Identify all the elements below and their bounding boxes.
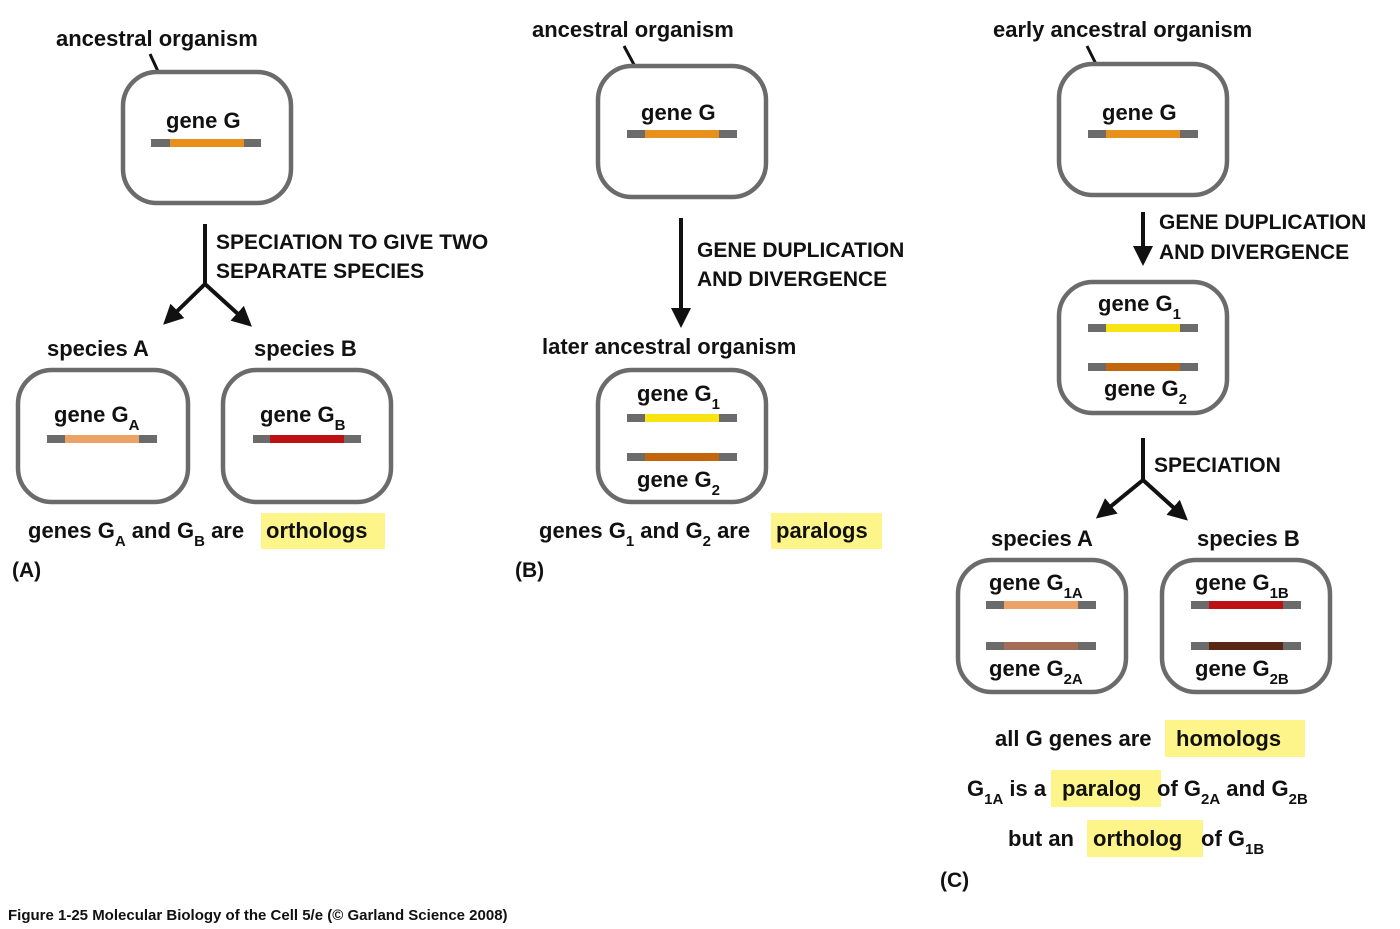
gene-ga-bar xyxy=(47,435,157,443)
homologs-statement: all G genes are xyxy=(995,726,1152,751)
panel-b-label: (B) xyxy=(515,559,544,582)
panel-b: ancestral organism gene G GENE DUPLICATI… xyxy=(515,17,904,582)
gene-g-bar xyxy=(151,139,261,147)
gene-g2b-bar xyxy=(1191,642,1301,650)
ortholog-term: ortholog xyxy=(1093,826,1182,851)
gene-g2-label: gene G2 xyxy=(1104,376,1187,408)
species-b-box xyxy=(1159,557,1333,695)
species-a-box xyxy=(955,557,1129,695)
homologs-highlight xyxy=(1165,720,1305,757)
gene-g2a-bar xyxy=(986,642,1096,650)
gene-g-bar xyxy=(1088,130,1198,138)
gene-g1b-label: gene G1B xyxy=(1195,570,1289,602)
duplication-step-line1: GENE DUPLICATION xyxy=(697,239,904,262)
gene-g1b-bar xyxy=(1191,601,1301,609)
paralogs-term: paralogs xyxy=(776,518,868,543)
gene-g-label: gene G xyxy=(1102,100,1177,125)
paralog-statement-start: G1A is a xyxy=(967,776,1047,808)
homologs-term: homologs xyxy=(1176,726,1281,751)
orthologs-highlight xyxy=(261,513,385,549)
ancestral-organism-label: ancestral organism xyxy=(532,17,734,42)
gene-g1-bar xyxy=(1088,324,1198,332)
gene-ga-label: gene GA xyxy=(54,402,140,434)
gene-g-bar xyxy=(627,130,737,138)
ortholog-statement-end: of G1B xyxy=(1201,826,1264,858)
figure-caption: Figure 1-25 Molecular Biology of the Cel… xyxy=(8,907,508,924)
paralog-highlight xyxy=(1051,770,1161,807)
orthologs-term: orthologs xyxy=(266,518,367,543)
later-ancestral-organism-label: later ancestral organism xyxy=(542,334,796,359)
gene-gb-bar xyxy=(253,435,361,443)
early-ancestral-organism-box xyxy=(1056,61,1230,198)
species-b-label: species B xyxy=(1197,526,1300,551)
duplicated-organism-box xyxy=(1056,279,1230,416)
ortholog-statement-start: but an xyxy=(1008,826,1074,851)
species-a-label: species A xyxy=(991,526,1093,551)
gene-g2a-label: gene G2A xyxy=(989,656,1083,688)
gene-g2-label: gene G2 xyxy=(637,467,720,499)
gene-g1-label: gene G1 xyxy=(637,381,720,413)
gene-g2b-label: gene G2B xyxy=(1195,656,1289,688)
panel-a: ancestral organism gene G SPECIATION TO … xyxy=(12,26,488,582)
gene-g-label: gene G xyxy=(641,100,716,125)
speciation-arrow xyxy=(1095,438,1188,521)
gene-gb-label: gene GB xyxy=(260,402,346,434)
panel-c: early ancestral organism gene G GENE DUP… xyxy=(940,17,1366,892)
duplication-step-line2: AND DIVERGENCE xyxy=(697,268,887,291)
ancestral-organism-label: ancestral organism xyxy=(56,26,258,51)
duplication-step-line2: AND DIVERGENCE xyxy=(1159,241,1349,264)
gene-g2-bar xyxy=(627,453,737,461)
early-ancestral-organism-label: early ancestral organism xyxy=(993,17,1252,42)
gene-g1a-bar xyxy=(986,601,1096,609)
speciation-step: SPECIATION xyxy=(1154,454,1281,477)
species-a-label: species A xyxy=(47,336,149,361)
paralog-statement-end: of G2A and G2B xyxy=(1157,776,1308,808)
speciation-step-line1: SPECIATION TO GIVE TWO xyxy=(216,231,488,254)
paralogs-statement: genes G1 and G2 are xyxy=(539,518,750,550)
orthologs-statement: genes GA and GB are xyxy=(28,518,244,550)
panel-a-label: (A) xyxy=(12,559,41,582)
speciation-arrow xyxy=(163,224,252,327)
ortholog-highlight xyxy=(1087,820,1203,857)
gene-g1a-label: gene G1A xyxy=(989,570,1083,602)
duplication-step-line1: GENE DUPLICATION xyxy=(1159,211,1366,234)
gene-g1-label: gene G1 xyxy=(1098,291,1181,323)
gene-g2-bar xyxy=(1088,363,1198,371)
paralog-term: paralog xyxy=(1062,776,1141,801)
gene-g-label: gene G xyxy=(166,108,241,133)
later-ancestral-organism-box xyxy=(595,367,769,505)
panel-c-label: (C) xyxy=(940,869,969,892)
ancestral-organism-box xyxy=(120,69,294,206)
gene-g1-bar xyxy=(627,414,737,422)
species-b-label: species B xyxy=(254,336,357,361)
paralogs-highlight xyxy=(771,513,882,549)
speciation-step-line2: SEPARATE SPECIES xyxy=(216,260,424,283)
